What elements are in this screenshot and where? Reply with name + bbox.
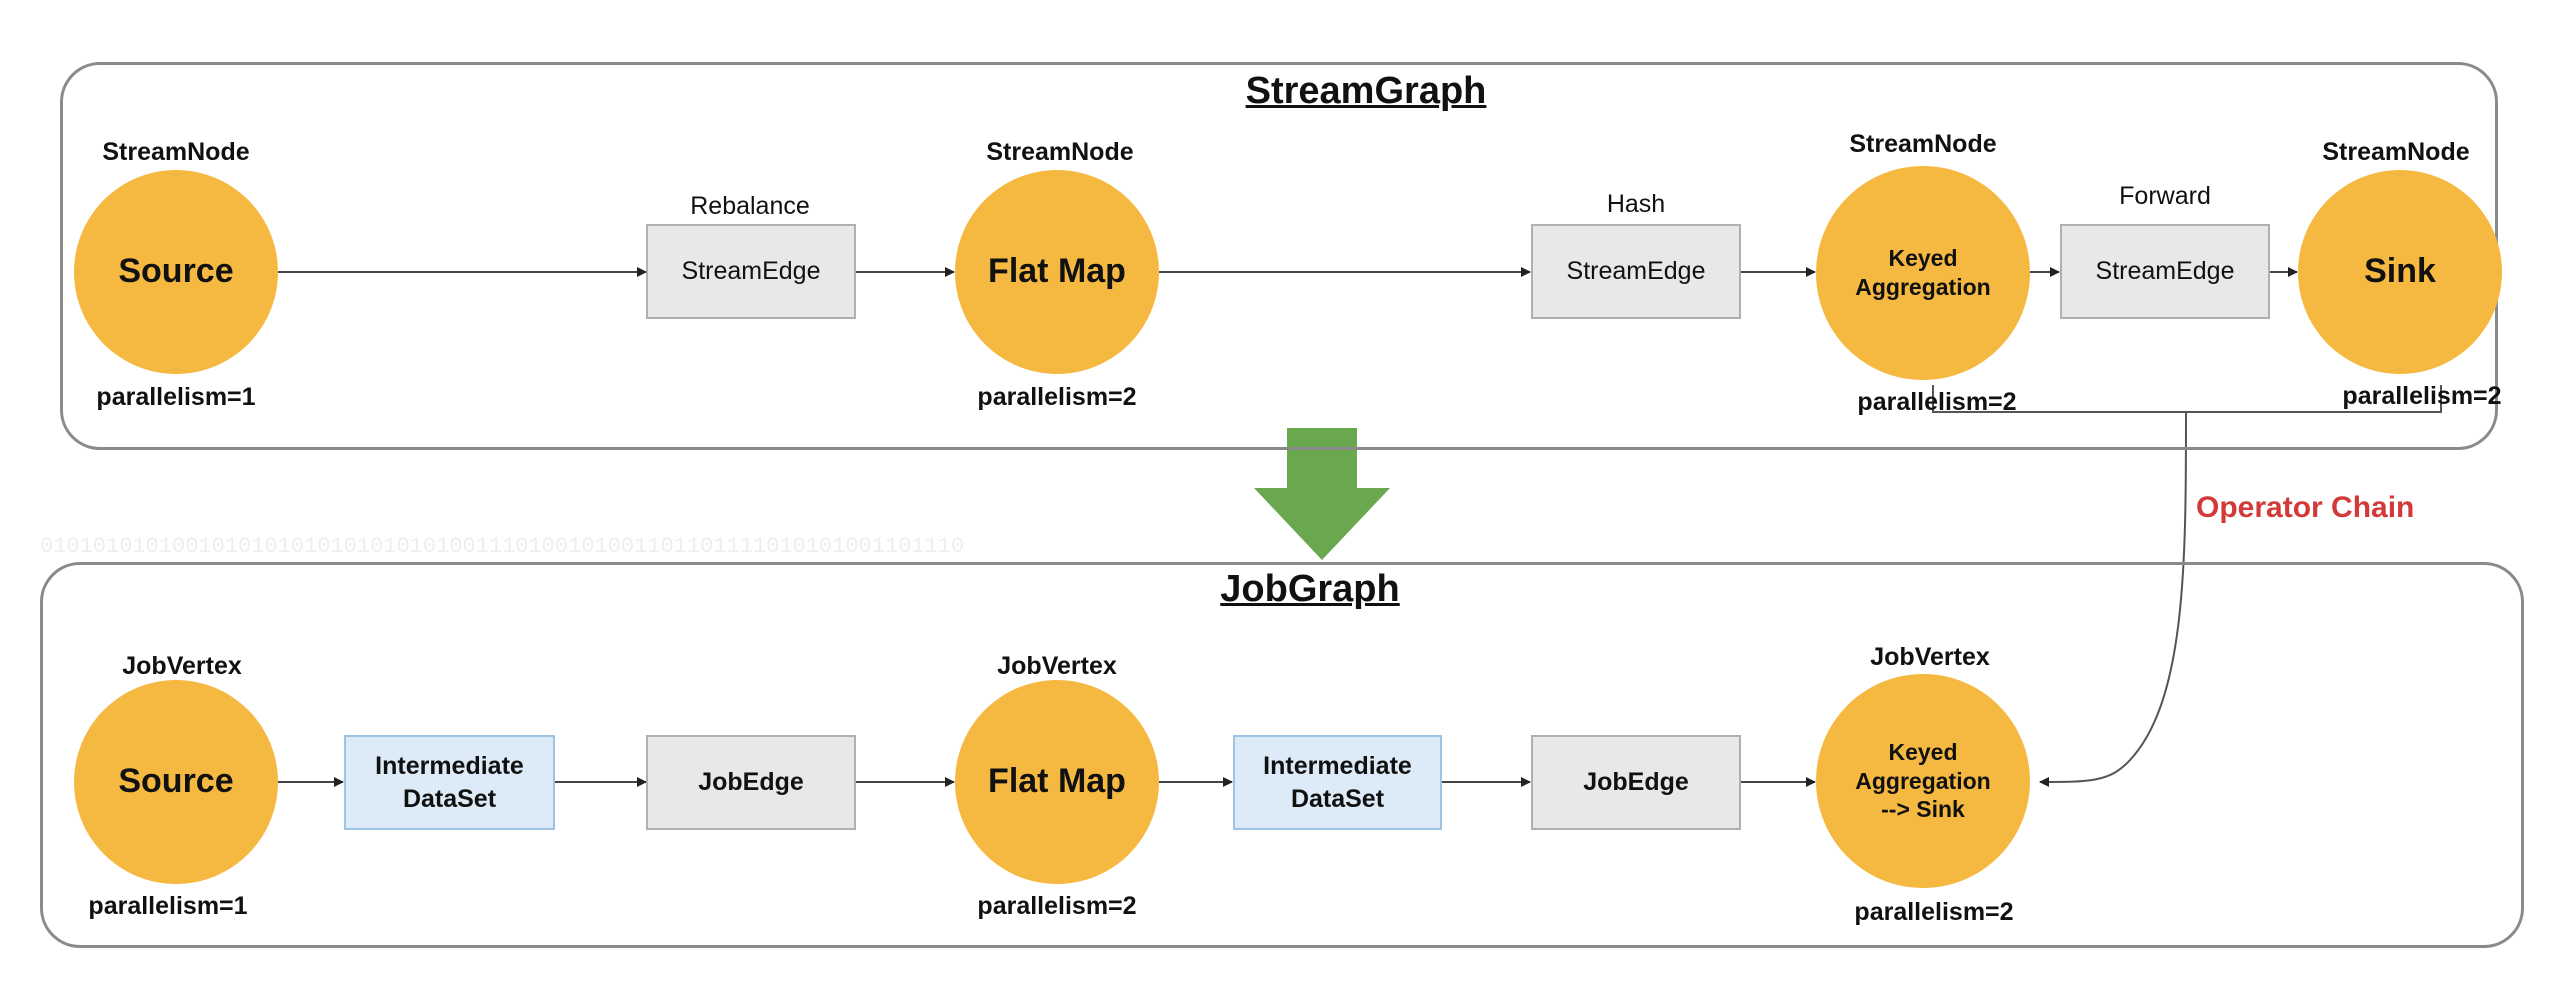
- stream-node-keyed-aggregation[interactable]: Keyed Aggregation: [1816, 166, 2030, 380]
- job-vertex-flatmap-parallelism: parallelism=2: [977, 892, 1137, 920]
- stream-node-sink-type: StreamNode: [2322, 138, 2470, 166]
- stream-node-flatmap[interactable]: Flat Map: [955, 170, 1159, 374]
- stream-node-flatmap-type: StreamNode: [986, 138, 1134, 166]
- stream-node-flatmap-label: Flat Map: [988, 252, 1126, 291]
- transform-arrow: [1254, 428, 1390, 560]
- stream-edge-hash[interactable]: StreamEdge: [1531, 224, 1741, 319]
- job-vertex-flatmap[interactable]: Flat Map: [955, 680, 1159, 884]
- stream-node-keyed-type: StreamNode: [1849, 130, 1997, 158]
- stream-edge-forward-partitioner: Forward: [2119, 182, 2211, 210]
- operator-chain-label: Operator Chain: [2196, 491, 2415, 524]
- stream-graph-title: StreamGraph: [1245, 70, 1487, 112]
- stream-node-keyed-label: Keyed Aggregation: [1855, 245, 1991, 300]
- operator-chain-connector: [2038, 411, 2187, 787]
- job-edge-2[interactable]: JobEdge: [1531, 735, 1741, 830]
- stream-edge-forward[interactable]: StreamEdge: [2060, 224, 2270, 319]
- stream-node-source-parallelism: parallelism=1: [96, 383, 256, 411]
- stream-node-source-type: StreamNode: [102, 138, 250, 166]
- stream-node-source-label: Source: [118, 252, 234, 291]
- intermediate-dataset-2-label: Intermediate DataSet: [1263, 752, 1412, 813]
- job-edge-1[interactable]: JobEdge: [646, 735, 856, 830]
- intermediate-dataset-1-label: Intermediate DataSet: [375, 752, 524, 813]
- job-vertex-keyed-type: JobVertex: [1870, 643, 1990, 671]
- job-vertex-source-type: JobVertex: [122, 652, 242, 680]
- stream-edge-rebalance-partitioner: Rebalance: [690, 192, 810, 220]
- stream-node-sink-label: Sink: [2364, 252, 2436, 291]
- stream-node-source[interactable]: Source: [74, 170, 278, 374]
- job-vertex-keyed-aggregation-sink[interactable]: Keyed Aggregation --> Sink: [1816, 674, 2030, 888]
- job-graph-panel: [40, 562, 2524, 948]
- job-vertex-keyed-label: Keyed Aggregation --> Sink: [1855, 738, 1991, 823]
- job-graph-title: JobGraph: [1220, 568, 1400, 610]
- stream-node-keyed-parallelism: parallelism=2: [1857, 388, 2017, 416]
- stream-edge-rebalance[interactable]: StreamEdge: [646, 224, 856, 319]
- binary-watermark: 0101010101001010101010101010101001110100…: [40, 534, 965, 559]
- job-vertex-keyed-parallelism: parallelism=2: [1854, 898, 2014, 926]
- stream-edge-hash-partitioner: Hash: [1606, 190, 1666, 218]
- job-vertex-source-parallelism: parallelism=1: [88, 892, 248, 920]
- job-vertex-flatmap-label: Flat Map: [988, 762, 1126, 801]
- intermediate-dataset-2[interactable]: Intermediate DataSet: [1233, 735, 1442, 830]
- stream-node-sink[interactable]: Sink: [2298, 170, 2502, 374]
- job-vertex-flatmap-type: JobVertex: [997, 652, 1117, 680]
- stream-node-flatmap-parallelism: parallelism=2: [977, 383, 1137, 411]
- job-vertex-source-label: Source: [118, 762, 234, 801]
- job-vertex-source[interactable]: Source: [74, 680, 278, 884]
- intermediate-dataset-1[interactable]: Intermediate DataSet: [344, 735, 555, 830]
- stream-node-sink-parallelism: parallelism=2: [2342, 382, 2502, 410]
